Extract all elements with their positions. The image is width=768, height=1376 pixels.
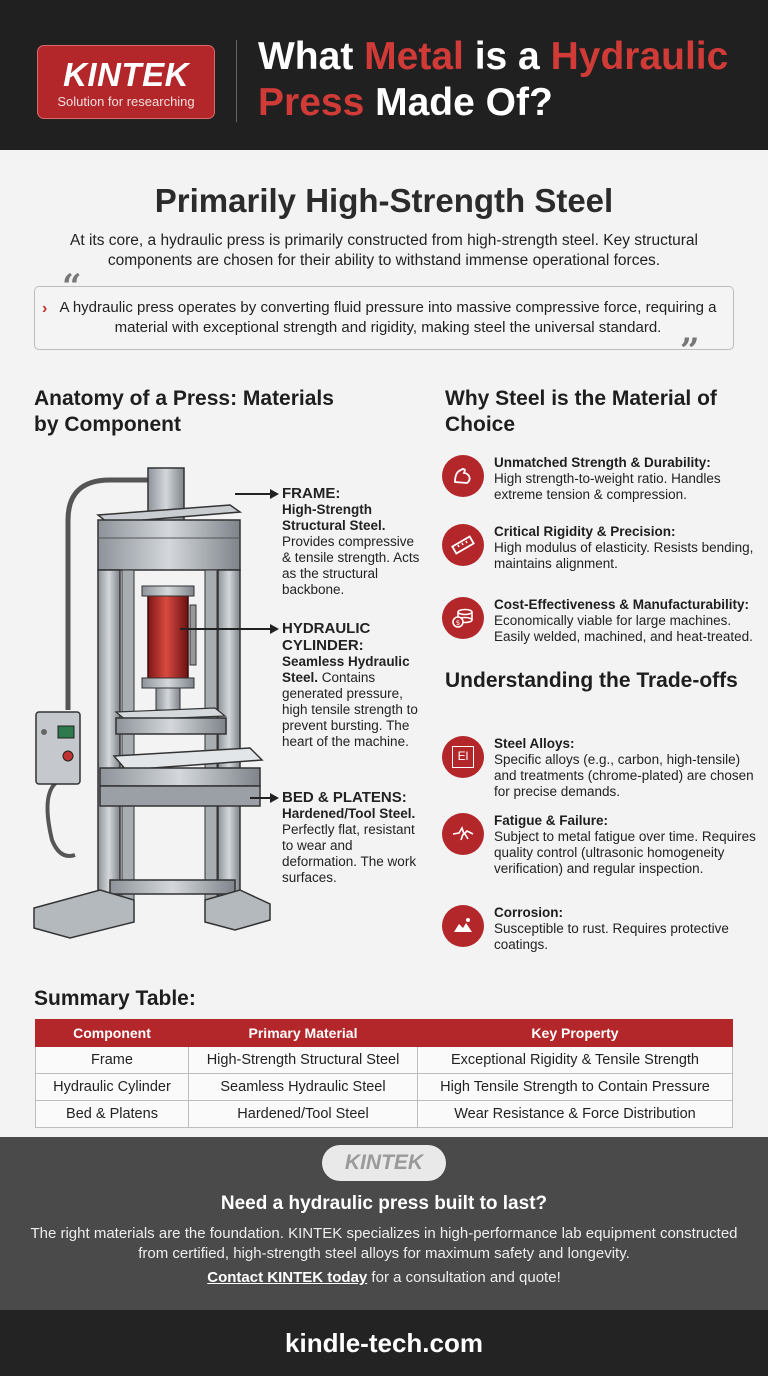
logo-wordmark: KINTEK: [63, 56, 189, 93]
frame-callout-line: [235, 493, 271, 495]
bed-arrow-icon: [270, 793, 279, 803]
table-cell: Seamless Hydraulic Steel: [188, 1073, 418, 1101]
table-row: Hydraulic Cylinder Seamless Hydraulic St…: [35, 1073, 733, 1101]
rust-icon: [442, 905, 484, 947]
page-title: What Metal is a Hydraulic Press Made Of?: [258, 35, 729, 124]
flexed-arm-icon: [442, 455, 484, 497]
cylinder-callout: HYDRAULIC CYLINDER: Seamless Hydraulic S…: [282, 620, 418, 749]
cylinder-arrow-icon: [270, 624, 279, 634]
kintek-logo[interactable]: KINTEK Solution for researching: [37, 45, 215, 119]
website-link[interactable]: kindle-tech.com: [285, 1328, 483, 1358]
cta-title: Need a hydraulic press built to last?: [220, 1193, 548, 1214]
table-cell: Wear Resistance & Force Distribution: [417, 1100, 733, 1128]
frame-callout: FRAME: High-Strength Structural Steel. P…: [282, 485, 420, 597]
anatomy-heading: Anatomy of a Press: Materials by Compone…: [34, 387, 334, 436]
open-quote-icon: “: [62, 267, 82, 307]
summary-heading: Summary Table:: [34, 987, 196, 1010]
cta-contact-line: Contact KINTEK today for a consultation …: [207, 1269, 561, 1286]
header-divider: [236, 40, 237, 122]
cta-section: KINTEK Need a hydraulic press built to l…: [0, 1137, 768, 1310]
frame-arrow-icon: [270, 489, 279, 499]
table-cell: High-Strength Structural Steel: [188, 1046, 418, 1074]
column-header: Key Property: [417, 1019, 733, 1047]
table-cell: High Tensile Strength to Contain Pressur…: [417, 1073, 733, 1101]
footer: kindle-tech.com: [0, 1310, 768, 1376]
hero-title: Primarily High-Strength Steel: [154, 182, 614, 219]
feature-strength: Unmatched Strength & Durability: High st…: [442, 455, 762, 515]
element-icon: El: [442, 736, 484, 778]
cylinder-callout-line: [180, 628, 271, 630]
quote-text: A hydraulic press operates by converting…: [59, 299, 717, 336]
why-steel-heading: Why Steel is the Material of Choice: [445, 387, 717, 436]
bed-callout-line: [250, 797, 271, 799]
contact-link[interactable]: Contact KINTEK today: [207, 1269, 368, 1286]
feature-rigidity: Critical Rigidity & Precision: High modu…: [442, 524, 762, 584]
hydraulic-press-illustration: [33, 467, 271, 939]
table-cell: Hardened/Tool Steel: [188, 1100, 418, 1128]
table-cell: Hydraulic Cylinder: [35, 1073, 189, 1101]
table-header-row: Component Primary Material Key Property: [35, 1019, 733, 1047]
close-quote-icon: ”: [680, 331, 700, 371]
bed-platens-callout: BED & PLATENS: Hardened/Tool Steel. Perf…: [282, 789, 417, 885]
tradeoff-corrosion: Corrosion: Susceptible to rust. Requires…: [442, 905, 762, 965]
coins-icon: $: [442, 597, 484, 639]
cta-text: The right materials are the foundation. …: [30, 1225, 738, 1262]
hero-text: At its core, a hydraulic press is primar…: [70, 232, 698, 269]
column-header: Primary Material: [188, 1019, 418, 1047]
chevron-right-icon: ›: [42, 300, 48, 317]
quote-box: [34, 286, 734, 350]
cta-kintek-logo: KINTEK: [322, 1145, 446, 1181]
logo-tagline: Solution for researching: [57, 94, 195, 109]
crack-icon: [442, 813, 484, 855]
tradeoff-fatigue: Fatigue & Failure: Subject to metal fati…: [442, 813, 762, 876]
summary-table: Component Primary Material Key Property …: [35, 1019, 733, 1128]
table-row: Frame High-Strength Structural Steel Exc…: [35, 1046, 733, 1074]
feature-cost: $ Cost-Effectiveness & Manufacturability…: [442, 597, 762, 657]
column-header: Component: [35, 1019, 189, 1047]
header: KINTEK Solution for researching What Met…: [0, 0, 768, 150]
table-cell: Frame: [35, 1046, 189, 1074]
table-cell: Bed & Platens: [35, 1100, 189, 1128]
svg-text:$: $: [456, 619, 460, 627]
table-cell: Exceptional Rigidity & Tensile Strength: [417, 1046, 733, 1074]
ruler-icon: [442, 524, 484, 566]
tradeoff-alloys: El Steel Alloys: Specific alloys (e.g., …: [442, 736, 762, 799]
tradeoffs-heading: Understanding the Trade-offs: [445, 669, 738, 692]
table-row: Bed & Platens Hardened/Tool Steel Wear R…: [35, 1100, 733, 1128]
